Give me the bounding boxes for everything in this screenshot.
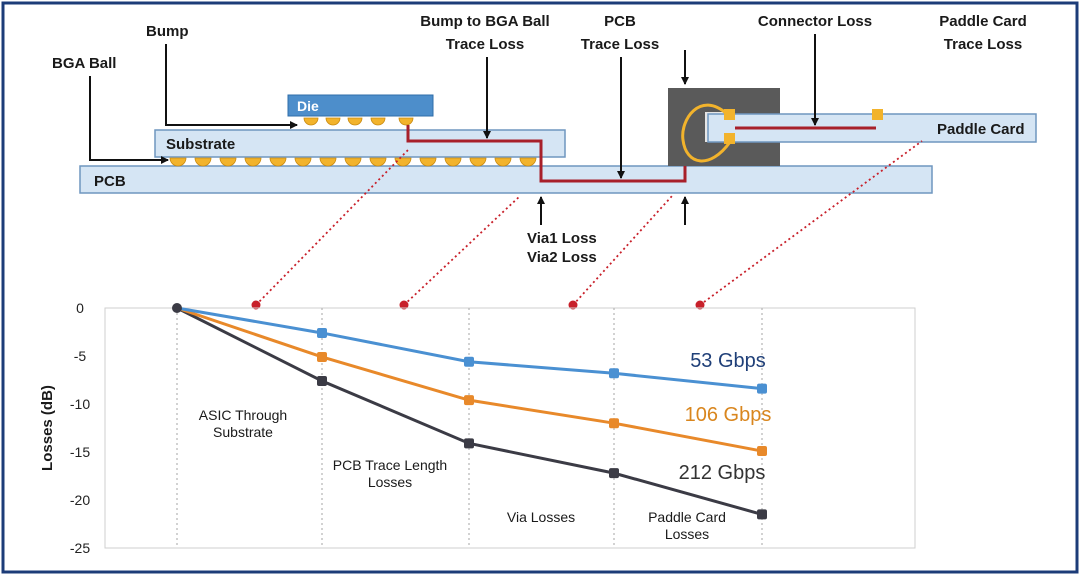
bump-to-bga-label-line2: Trace Loss [446,36,524,53]
y-tick-label: -15 [70,444,90,460]
bga-balls [169,157,537,167]
via1-loss-label: Via1 Loss [527,230,597,247]
series-labels: 53 Gbps 106 Gbps 212 Gbps [679,350,772,484]
region-annotation: Substrate [213,424,273,440]
y-tick-label: -20 [70,492,90,508]
bga-ball [244,157,262,167]
bga-ball-arrow [89,76,169,164]
pointer-dot [251,300,261,310]
signal-trace [406,125,687,183]
connector-pad-top [724,109,735,120]
region-annotation: Losses [368,474,412,490]
bga-ball [519,157,537,167]
y-tick-label: -25 [70,540,90,556]
bga-ball [194,157,212,167]
connector-loss-label: Connector Loss [758,13,872,30]
y-tick-label: -10 [70,396,90,412]
bga-ball [269,157,287,167]
bump [398,117,414,126]
substrate-label: Substrate [166,136,235,153]
paddle-card-label: Paddle Card [937,121,1025,138]
data-point [317,375,327,386]
series-label: 212 Gbps [679,462,766,484]
bump [370,117,386,126]
loss-chart: 0 -5 -10 -15 -20 -25 Losses (dB) ASIC Through… [39,300,916,556]
y-axis-label: Losses (dB) [39,385,56,471]
data-point [757,509,767,520]
region-annotation: Losses [665,526,709,542]
pointer-paddle [699,140,923,306]
bump-arrow [165,44,298,129]
paddle-card-pad [872,109,883,120]
bga-ball [344,157,362,167]
origin-point [172,303,182,313]
bga-ball [494,157,512,167]
bga-ball [419,157,437,167]
cross-section-diagram: PCB Substrate Die [52,13,1037,310]
bga-ball [469,157,487,167]
substrate-block [154,129,566,158]
bga-ball [394,157,412,167]
pointer-dot [695,300,705,310]
bga-ball [369,157,387,167]
data-point [317,327,327,338]
region-annotation: Via Losses [507,509,575,525]
die-bumps [303,117,414,126]
bga-ball-label: BGA Ball [52,55,116,72]
series-label: 106 Gbps [685,404,772,426]
pcb-board [79,165,933,194]
bump [303,117,319,126]
connector-contact [681,103,732,163]
bump [325,117,341,126]
connector-pad-bottom [724,133,735,144]
pointer-dots [251,300,705,310]
die-block [287,94,434,117]
plot-area [104,307,916,549]
bump-label: Bump [146,23,189,40]
bga-ball [444,157,462,167]
pcb-trace-label-line2: Trace Loss [581,36,659,53]
y-tick-label: -5 [74,348,87,364]
data-point [464,438,474,449]
die-label: Die [297,98,319,114]
region-annotation: PCB Trace Length [333,457,447,473]
pointer-dot [568,300,578,310]
leader-arrows [89,34,819,225]
region-annotation: Paddle Card [648,509,726,525]
data-point [757,446,767,457]
data-point [609,468,619,479]
bga-ball [319,157,337,167]
bump [347,117,363,126]
data-point [609,418,619,429]
y-axis-ticks: 0 -5 -10 -15 -20 -25 [70,300,90,556]
chart-series [172,303,767,520]
data-point [464,395,474,406]
via2-loss-label: Via2 Loss [527,249,597,266]
data-point [757,383,767,394]
pointer-dot [399,300,409,310]
y-tick-label: 0 [76,300,84,316]
data-point [464,356,474,367]
region-annotation: ASIC Through [199,407,287,423]
data-point [609,368,619,379]
pcb-trace-label-line1: PCB [604,13,636,30]
paddle-trace-label-line1: Paddle Card [939,13,1027,30]
series-label: 53 Gbps [690,350,766,372]
bga-ball [219,157,237,167]
paddle-trace-label-line2: Trace Loss [944,36,1022,53]
region-pointers [255,140,923,306]
pointer-asic [255,149,409,306]
bga-ball [169,157,187,167]
bump-to-bga-label-line1: Bump to BGA Ball [420,13,549,30]
pointer-pcb-trace [403,195,521,306]
pcb-label: PCB [94,173,126,190]
bga-ball [294,157,312,167]
data-point [317,351,327,362]
